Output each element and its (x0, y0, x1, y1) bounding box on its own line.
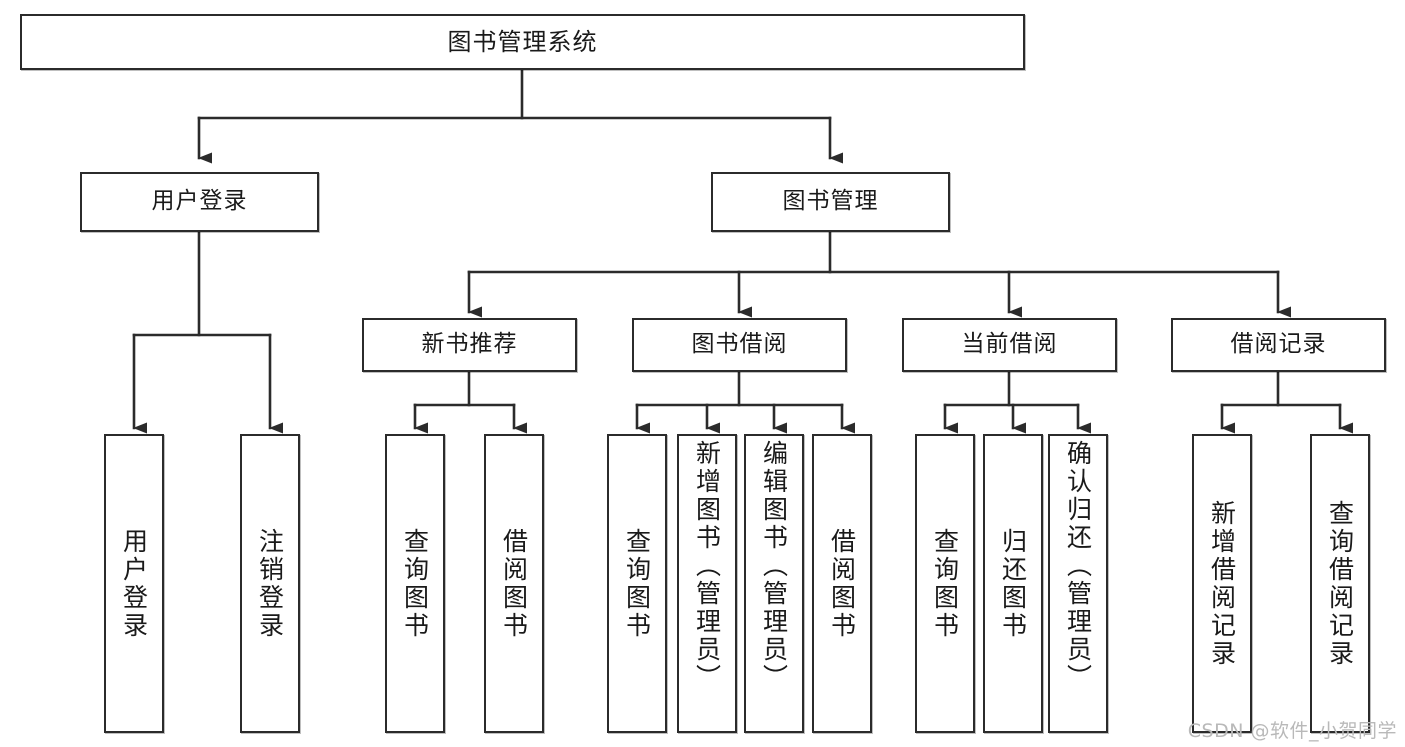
leaf-user-login-label: 用户登录 (119, 527, 149, 640)
leaf-query-book-3-label: 查询图书 (930, 527, 960, 640)
leaf-borrow-book-2-label: 借阅图书 (827, 527, 857, 640)
leaf-return-book-label: 归还图书 (998, 527, 1028, 640)
leaf-user-login[interactable]: 用户登录 (104, 434, 164, 733)
node-borrow-record[interactable]: 借阅记录 (1171, 318, 1386, 372)
node-new-book-recommend[interactable]: 新书推荐 (362, 318, 577, 372)
leaf-return-book[interactable]: 归还图书 (983, 434, 1043, 733)
leaf-logout-label: 注销登录 (255, 527, 285, 640)
csdn-watermark: CSDN @软件_小贺同学 (1187, 720, 1397, 742)
leaf-confirm-return[interactable]: 确认归还（管理员） (1048, 434, 1108, 733)
node-new-book-recommend-label: 新书推荐 (421, 331, 518, 358)
node-book-manage-label: 图书管理 (782, 188, 879, 215)
node-user-login[interactable]: 用户登录 (80, 172, 319, 232)
node-borrow-record-label: 借阅记录 (1230, 331, 1327, 358)
leaf-borrow-book-1[interactable]: 借阅图书 (484, 434, 544, 733)
leaf-add-record-label: 新增借阅记录 (1207, 499, 1237, 668)
node-root-label: 图书管理系统 (447, 27, 598, 56)
leaf-query-book-3[interactable]: 查询图书 (915, 434, 975, 733)
leaf-borrow-book-1-label: 借阅图书 (499, 527, 529, 640)
node-user-login-label: 用户登录 (151, 188, 248, 215)
leaf-add-record[interactable]: 新增借阅记录 (1192, 434, 1252, 733)
leaf-add-book-label: 新增图书（管理员） (692, 440, 722, 692)
leaf-query-book-2-label: 查询图书 (622, 527, 652, 640)
node-book-manage[interactable]: 图书管理 (711, 172, 950, 232)
node-current-borrow[interactable]: 当前借阅 (902, 318, 1117, 372)
leaf-query-book-2[interactable]: 查询图书 (607, 434, 667, 733)
leaf-borrow-book-2[interactable]: 借阅图书 (812, 434, 872, 733)
leaf-edit-book-label: 编辑图书（管理员） (759, 440, 789, 692)
node-root[interactable]: 图书管理系统 (20, 14, 1025, 70)
leaf-query-book-1[interactable]: 查询图书 (385, 434, 445, 733)
leaf-edit-book[interactable]: 编辑图书（管理员） (744, 434, 804, 733)
node-book-borrow-label: 图书借阅 (691, 331, 788, 358)
node-book-borrow[interactable]: 图书借阅 (632, 318, 847, 372)
leaf-query-record[interactable]: 查询借阅记录 (1310, 434, 1370, 733)
leaf-add-book[interactable]: 新增图书（管理员） (677, 434, 737, 733)
leaf-logout[interactable]: 注销登录 (240, 434, 300, 733)
leaf-query-record-label: 查询借阅记录 (1325, 499, 1355, 668)
leaf-query-book-1-label: 查询图书 (400, 527, 430, 640)
leaf-confirm-return-label: 确认归还（管理员） (1063, 440, 1093, 692)
node-current-borrow-label: 当前借阅 (961, 331, 1058, 358)
